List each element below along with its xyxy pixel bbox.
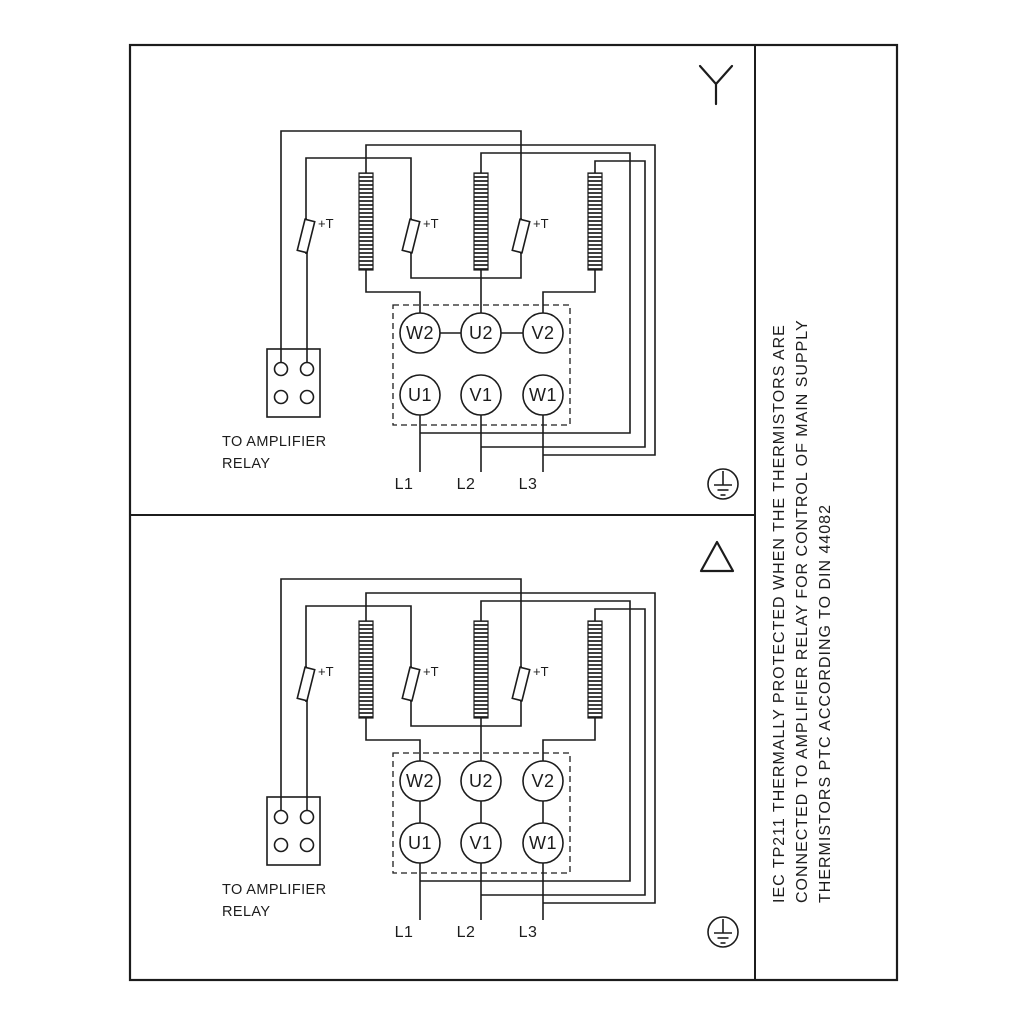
terminal-label-w2: W2 [406,323,434,343]
amplifier-relay-note-line1: TO AMPLIFIER [222,434,326,450]
supply-label-l1: L1 [395,924,414,941]
terminal-label-u1: U1 [408,833,432,853]
supply-label-l2: L2 [457,924,476,941]
terminal-label-w1: W1 [529,385,557,405]
delta-panel: +T +T +T W2 U2 V2 U1 V1 W1 TO AMPLIFIER … [222,540,739,948]
thermistor-label: +T [423,216,439,231]
amplifier-relay-note-line2: RELAY [222,456,270,472]
terminal-label-w2: W2 [406,771,434,791]
thermistor-label: +T [318,216,334,231]
supply-label-l1: L1 [395,476,414,493]
thermistor-label: +T [318,664,334,679]
terminal-label-u2: U2 [469,323,493,343]
terminal-label-v1: V1 [469,385,492,405]
amplifier-relay-note-line1: TO AMPLIFIER [222,882,326,898]
side-note: IEC TP211 THERMALLY PROTECTED WHEN THE T… [771,319,834,903]
side-note-line-3: THERMISTORS PTC ACCORDING TO DIN 44082 [817,504,834,903]
supply-label-l3: L3 [519,924,538,941]
side-note-line-1: IEC TP211 THERMALLY PROTECTED WHEN THE T… [771,324,788,903]
terminal-label-w1: W1 [529,833,557,853]
star-connection-icon [698,64,734,106]
delta-connection-icon [699,540,735,573]
outer-border [128,43,899,982]
terminal-label-u2: U2 [469,771,493,791]
terminal-label-u1: U1 [408,385,432,405]
thermistor-label: +T [423,664,439,679]
thermistor-label: +T [533,664,549,679]
terminal-label-v2: V2 [531,771,554,791]
terminal-label-v1: V1 [469,833,492,853]
thermistor-label: +T [533,216,549,231]
supply-label-l3: L3 [519,476,538,493]
delta-bridge-links [419,801,544,823]
terminal-label-v2: V2 [531,323,554,343]
amplifier-relay-note-line2: RELAY [222,904,270,920]
side-note-line-2: CONNECTED TO AMPLIFIER RELAY FOR CONTROL… [794,319,811,903]
star-panel: +T +T +T W2 U2 V2 U1 V1 W1 TO AMPLIFIER … [222,64,739,500]
supply-label-l2: L2 [457,476,476,493]
